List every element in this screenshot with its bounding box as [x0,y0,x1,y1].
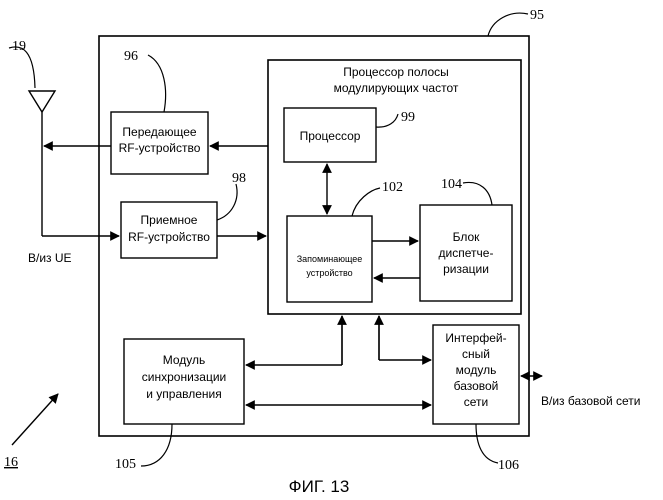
scheduler-label-line2: диспетче- [439,246,494,260]
memory-label-line2: устройство [306,268,352,278]
core-if-line1: Интерфей- [445,331,506,345]
scheduler-label-line1: Блок [453,230,481,244]
ref-16: 16 [4,455,18,470]
to-ue-label: В/из UE [28,251,72,265]
core-if-line4: базовой [454,379,499,393]
tx-rf-label-line1: Передающее [122,125,196,139]
baseband-title-line2: модулирующих частот [334,81,459,95]
memory-label-line1: Запоминающее [297,254,363,264]
ref-98: 98 [232,171,246,186]
ref-96: 96 [124,49,138,64]
ref-99: 99 [401,110,415,125]
leader-95 [488,13,528,36]
ref-105: 105 [115,457,136,472]
core-if-line3: модуль [456,363,497,377]
baseband-title-line1: Процессор полосы [343,65,449,79]
sync-label-line2: синхронизации [142,370,226,384]
to-core-label: В/из базовой сети [541,394,640,408]
leader-98 [217,184,237,220]
ref-95: 95 [530,8,544,23]
figure-caption: ФИГ. 13 [289,477,350,496]
rx-rf-label-line1: Приемное [141,213,198,227]
processor-label: Процессор [300,129,361,143]
ref-102: 102 [382,180,403,195]
core-if-line2: сный [462,347,490,361]
ref-104: 104 [441,177,462,192]
scheduler-label-line3: ризации [443,262,489,276]
leader-99 [376,114,398,127]
core-if-line5: сети [464,395,488,409]
ref-106: 106 [498,458,519,473]
leader-104 [463,182,492,205]
leader-106 [476,424,498,463]
tx-rf-label-line2: RF-устройство [119,141,201,155]
sync-label-line1: Модуль [163,353,206,367]
rx-rf-label-line2: RF-устройство [128,230,210,244]
leader-105 [141,424,172,466]
leader-96 [148,55,166,112]
antenna-icon [29,91,55,126]
leader-102 [352,188,380,216]
ref-19: 19 [12,39,26,54]
sync-label-line3: и управления [146,387,222,401]
internal-connections [246,164,542,405]
base-station-arrow [12,394,58,445]
